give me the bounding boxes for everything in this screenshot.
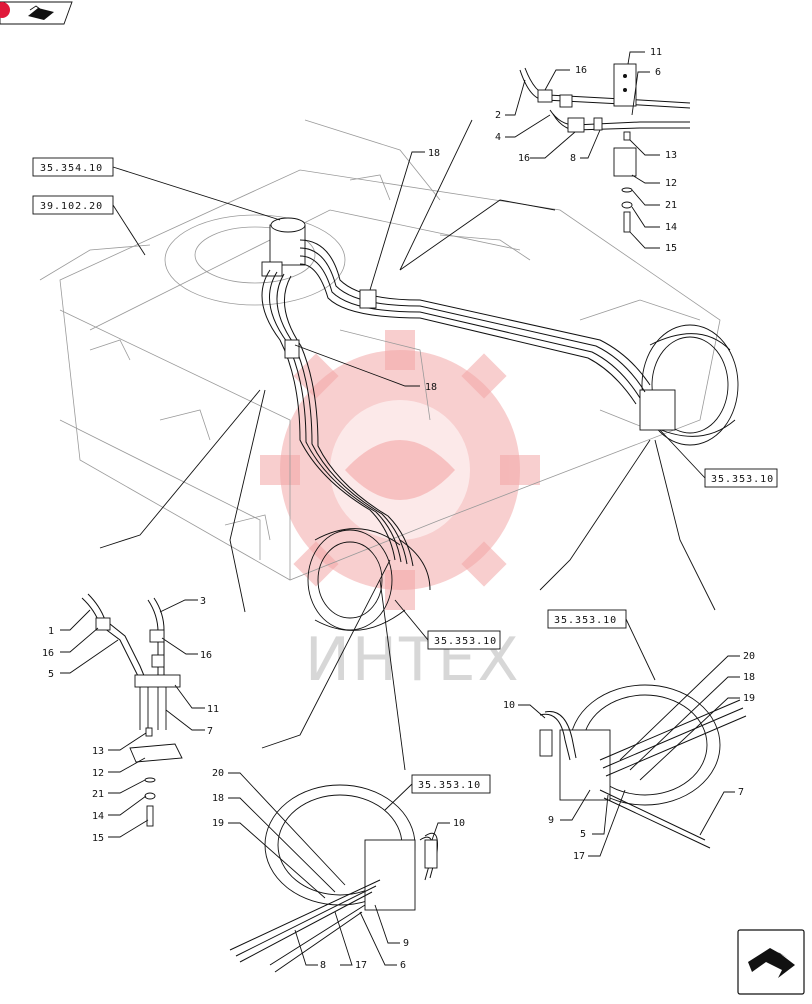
svg-text:3: 3 xyxy=(200,596,206,607)
callouts-bottom-detail: 20 18 19 10 9 8 17 6 xyxy=(212,768,465,971)
svg-text:18: 18 xyxy=(428,148,440,159)
book-open-icon xyxy=(28,5,54,20)
svg-text:15: 15 xyxy=(665,243,677,254)
svg-text:14: 14 xyxy=(92,811,104,822)
reference-label: 35.353.10 xyxy=(711,474,774,485)
svg-text:11: 11 xyxy=(650,47,662,58)
reference-35-354-10[interactable]: 35.354.10 xyxy=(32,157,281,221)
svg-text:17: 17 xyxy=(573,851,585,862)
svg-text:20: 20 xyxy=(212,768,224,779)
reference-label: 39.102.20 xyxy=(40,201,103,212)
svg-text:7: 7 xyxy=(207,726,213,737)
detail-left xyxy=(81,593,183,827)
reference-35-353-10-left[interactable]: 35.353.10 xyxy=(394,599,501,650)
svg-text:18: 18 xyxy=(212,793,224,804)
svg-text:18: 18 xyxy=(425,382,437,393)
reference-label: 35.353.10 xyxy=(434,636,497,647)
reference-39-102-20[interactable]: 39.102.20 xyxy=(32,195,146,256)
reference-35-353-10-detail-bottom[interactable]: 35.353.10 xyxy=(384,774,491,811)
reference-label: 35.354.10 xyxy=(40,163,103,174)
svg-text:6: 6 xyxy=(655,67,661,78)
svg-text:7: 7 xyxy=(738,787,744,798)
svg-text:6: 6 xyxy=(400,960,406,971)
svg-text:16: 16 xyxy=(200,650,212,661)
main-hoses xyxy=(261,239,651,591)
svg-text:19: 19 xyxy=(743,693,755,704)
svg-text:17: 17 xyxy=(355,960,367,971)
svg-text:19: 19 xyxy=(212,818,224,829)
svg-text:12: 12 xyxy=(665,178,677,189)
gear-logo xyxy=(260,330,540,610)
svg-text:16: 16 xyxy=(42,648,54,659)
svg-text:1: 1 xyxy=(48,626,54,637)
reference-35-353-10-right[interactable]: 35.353.10 xyxy=(659,429,778,488)
svg-text:10: 10 xyxy=(453,818,465,829)
svg-text:4: 4 xyxy=(495,132,501,143)
svg-text:10: 10 xyxy=(503,700,515,711)
svg-text:12: 12 xyxy=(92,768,104,779)
header-tab[interactable] xyxy=(0,1,73,25)
callouts-right-detail: 20 18 19 10 7 9 5 17 xyxy=(503,651,755,862)
svg-text:9: 9 xyxy=(548,815,554,826)
svg-text:11: 11 xyxy=(207,704,219,715)
chassis-outline xyxy=(39,119,721,581)
svg-text:15: 15 xyxy=(92,833,104,844)
svg-text:2: 2 xyxy=(495,110,501,121)
svg-text:5: 5 xyxy=(580,829,586,840)
callouts-top-right: 11 16 6 2 4 16 8 13 12 21 14 15 xyxy=(495,47,677,254)
svg-text:18: 18 xyxy=(743,672,755,683)
next-page-arrow-icon[interactable] xyxy=(737,929,805,995)
page-badge xyxy=(0,2,10,18)
callouts-main: 18 18 xyxy=(294,148,440,393)
svg-text:20: 20 xyxy=(743,651,755,662)
reference-35-353-10-detail-right[interactable]: 35.353.10 xyxy=(547,609,656,681)
detail-leaders xyxy=(99,389,716,771)
swivel-joint xyxy=(261,217,306,277)
travel-motor-right xyxy=(639,324,739,446)
travel-motor-left xyxy=(307,528,406,631)
callouts-left: 3 1 16 16 5 11 7 13 12 21 14 15 xyxy=(42,596,219,844)
reference-label: 35.353.10 xyxy=(554,615,617,626)
svg-text:9: 9 xyxy=(403,938,409,949)
svg-text:13: 13 xyxy=(665,150,677,161)
svg-text:14: 14 xyxy=(665,222,677,233)
svg-text:16: 16 xyxy=(575,65,587,76)
svg-text:16: 16 xyxy=(518,153,530,164)
reference-label: 35.353.10 xyxy=(418,780,481,791)
svg-text:8: 8 xyxy=(320,960,326,971)
svg-text:21: 21 xyxy=(665,200,677,211)
svg-text:5: 5 xyxy=(48,669,54,680)
svg-text:8: 8 xyxy=(570,153,576,164)
detail-top-right xyxy=(399,63,691,271)
svg-text:13: 13 xyxy=(92,746,104,757)
svg-text:21: 21 xyxy=(92,789,104,800)
